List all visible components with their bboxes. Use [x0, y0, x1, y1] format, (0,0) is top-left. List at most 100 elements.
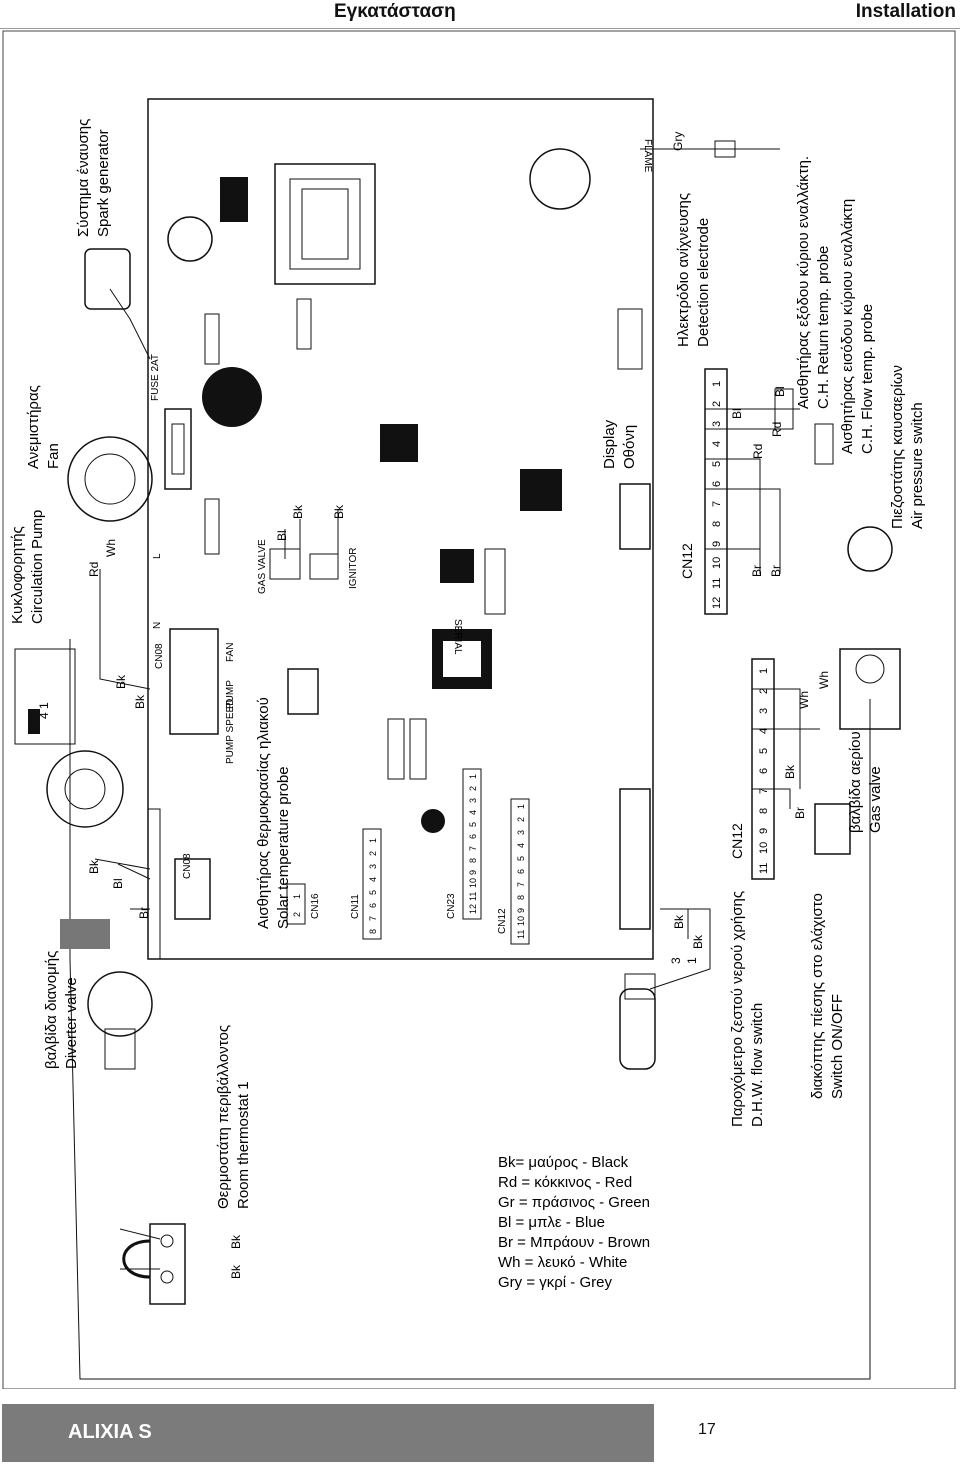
capacitor-large [202, 367, 262, 427]
cn12-right-lower-title: CN12 [729, 823, 745, 859]
cn12-board-pin: 8 [516, 895, 526, 900]
diverter-valve-motor [87, 971, 153, 1037]
wire-code: Bk [87, 859, 101, 874]
wire-code: Bl [773, 386, 787, 397]
wire-code: Br [769, 565, 783, 577]
ignitor-board-label: IGNITOR [348, 548, 359, 589]
fan-board-label: FAN [225, 643, 236, 662]
wire-code: Bk [691, 934, 705, 949]
page-number: 17 [698, 1421, 716, 1438]
wiring-diagram: Κυκλοφορητής Circulation Pump Ανεμιστήρα… [2, 30, 956, 1389]
cn12-board-pin: 9 [516, 908, 526, 913]
cn12-right-lower-pin: 11 [758, 863, 770, 874]
wire-code: Gry [671, 132, 685, 151]
cn12-right-lower-pin: 1 [758, 668, 770, 674]
header-title-greek: Εγκατάσταση [334, 1, 456, 22]
cn12-right-lower-pin: 7 [758, 788, 770, 794]
display-label-en: Display [601, 419, 618, 469]
diverter-valve-connector [60, 919, 110, 949]
cn12-right-upper-pin: 9 [711, 541, 723, 547]
cn12-right-upper-pin: 8 [711, 521, 723, 527]
detection-electrode-label-en: Detection electrode [695, 218, 712, 347]
header-divider [0, 28, 960, 29]
cn12-board-pin: 3 [516, 830, 526, 835]
diagram-frame [2, 30, 956, 1389]
cn12-right-lower-pin: 6 [758, 768, 770, 774]
return-probe-body [774, 388, 794, 430]
diverter-valve-label-gr: βαλβίδα διανομής [43, 951, 60, 1069]
min-pressure-switch-label-gr: διακόπτης πίεσης στο ελάχιστο [809, 893, 826, 1099]
cn12-right-lower-pin: 5 [758, 748, 770, 754]
wire-code: Bl [730, 408, 744, 419]
footer-band [2, 1404, 654, 1462]
display-header-pins [617, 308, 643, 370]
n-label: N [152, 622, 163, 629]
wire-code: Bk [291, 504, 305, 519]
air-pressure-switch-label-en: Air pressure switch [909, 402, 926, 529]
return-probe-label-en: C.H. Return temp. probe [815, 246, 832, 409]
chip-black-3 [440, 549, 474, 583]
cn11-pin: 7 [368, 916, 378, 921]
chip-black-1 [380, 424, 418, 462]
wire-code: Wh [797, 691, 811, 709]
cn11-pin: 1 [368, 838, 378, 843]
cn12-right-upper-pin: 11 [711, 578, 723, 589]
wire-code: Rd [751, 444, 765, 459]
cn12-right-upper-pin: 1 [711, 381, 723, 387]
serial-board-label: SERIAL [452, 619, 463, 655]
flow-probe-body [814, 423, 834, 465]
fan-body [67, 436, 153, 522]
pump-speed-label: PUMP SPEED [225, 699, 236, 764]
circulation-pump-label-en: Circulation Pump [29, 510, 46, 624]
legend-line: Gry = γκρί - Grey [498, 1274, 612, 1291]
cn23-pin: 12 [468, 904, 478, 914]
connector-cn08-lower [174, 858, 211, 920]
room-thermostat-label-en: Room thermostat 1 [235, 1081, 252, 1209]
cn23-pin: 8 [468, 858, 478, 863]
wire-code: Bk [229, 1234, 243, 1249]
cn16-board-label: CN16 [310, 893, 321, 919]
connector-ignitor [309, 553, 339, 580]
wire-code: Bk [133, 694, 147, 709]
display-connector [619, 483, 651, 550]
flow-probe-label-gr: Αισθητήρας εισόδου κύριου εναλλάκτη [839, 199, 856, 454]
page-header: Εγκατάσταση Installation [0, 0, 960, 29]
wire-code: Bl [111, 878, 125, 889]
room-thermostat-terminal [149, 1223, 186, 1305]
spark-generator-label-en: Spark generator [95, 129, 112, 237]
fuse-label: FUSE 2AT [150, 354, 161, 401]
cn12-right-upper-pin: 6 [711, 481, 723, 487]
solar-probe-label-en: Solar temperature probe [275, 766, 292, 929]
wire-code: Rd [770, 422, 784, 437]
cn12-right-upper-pin: 4 [711, 441, 723, 447]
cn12-board-label: CN12 [497, 908, 508, 934]
header-title-english: Installation [855, 1, 956, 22]
cn16-pin: 2 [292, 912, 302, 917]
wire-code: Bk [672, 914, 686, 929]
wire-code: Bl [275, 530, 289, 541]
dhw-flow-switch-body [619, 988, 656, 1070]
room-thermostat-label-gr: Θερμοστάτη περιβάλλοντος [215, 1025, 232, 1209]
cn11-pin: 5 [368, 890, 378, 895]
wire-code: Wh [817, 671, 831, 689]
connector-cn12-right-upper [704, 368, 728, 615]
cn12-board-pin: 5 [516, 856, 526, 861]
cn23-pin: 4 [468, 810, 478, 815]
capacitor-top [167, 216, 213, 262]
legend-line: Gr = πράσινος - Green [498, 1194, 650, 1211]
cn23-pin: 7 [468, 846, 478, 851]
cn23-pin: 1 [468, 774, 478, 779]
detection-electrode-label-gr: Ηλεκτρόδιο ανίχνευσης [675, 193, 692, 347]
circulation-pump-label-gr: Κυκλοφορητής [9, 526, 26, 624]
display-label-gr: Οθόνη [621, 425, 638, 469]
circulation-pump-symbol [14, 648, 76, 745]
cn23-pin: 9 [468, 870, 478, 875]
chip-black-2 [520, 469, 562, 511]
legend-line: Bk= μαύρος - Black [498, 1154, 629, 1171]
air-pressure-switch-body [847, 526, 893, 572]
fan-label-en: Fan [45, 443, 62, 469]
gas-valve-label-en: Gas valve [867, 766, 884, 833]
cn12-right-upper-title: CN12 [679, 543, 695, 579]
cn12-right-lower-pin: 9 [758, 828, 770, 834]
solar-probe-label-gr: Αισθητήρας θερμοκρασίας ηλιακού [255, 697, 272, 929]
